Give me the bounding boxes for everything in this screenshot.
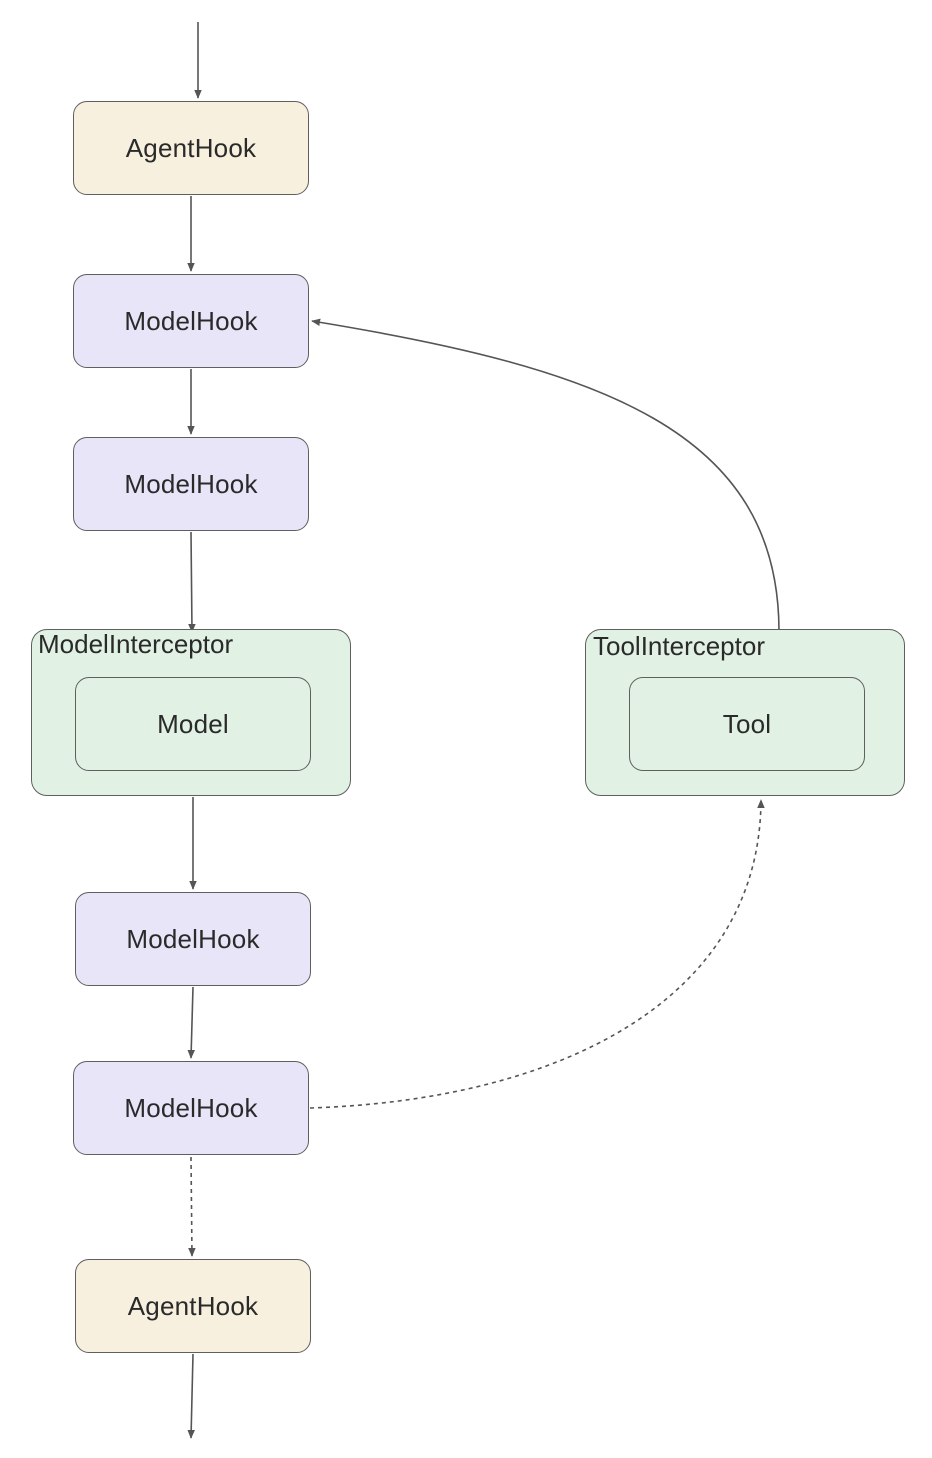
agent-hook-bottom-node: AgentHook (75, 1259, 311, 1353)
model-hook-1-label: ModelHook (124, 305, 258, 336)
model-label: Model (157, 708, 229, 739)
model-node: Model (75, 677, 311, 771)
edge-modelhook-4-to-agent-bottom (188, 1156, 196, 1257)
edge-modelhook-2-to-interceptor (188, 531, 196, 633)
model-hook-4-label: ModelHook (124, 1092, 258, 1123)
tool-label: Tool (722, 708, 772, 739)
model-hook-3-label: ModelHook (126, 923, 260, 954)
model-hook-4-node: ModelHook (73, 1061, 309, 1155)
tool-node: Tool (629, 677, 865, 771)
model-hook-3-node: ModelHook (75, 892, 311, 986)
edge-modelhook-4-to-tool-interceptor (309, 799, 765, 1109)
agent-hook-top-node: AgentHook (73, 101, 309, 195)
edge-exit (187, 1353, 195, 1439)
edge-modelhook-3-to-4 (187, 986, 196, 1059)
agent-hook-top-label: AgentHook (125, 132, 257, 163)
tool-interceptor-label: ToolInterceptor (593, 631, 765, 661)
model-interceptor-label: ModelInterceptor (38, 629, 234, 659)
model-hook-2-node: ModelHook (73, 437, 309, 531)
edge-tool-interceptor-to-modelhook-1 (311, 318, 780, 631)
model-hook-1-node: ModelHook (73, 274, 309, 368)
model-hook-2-label: ModelHook (124, 468, 258, 499)
agent-hook-bottom-label: AgentHook (127, 1290, 259, 1321)
